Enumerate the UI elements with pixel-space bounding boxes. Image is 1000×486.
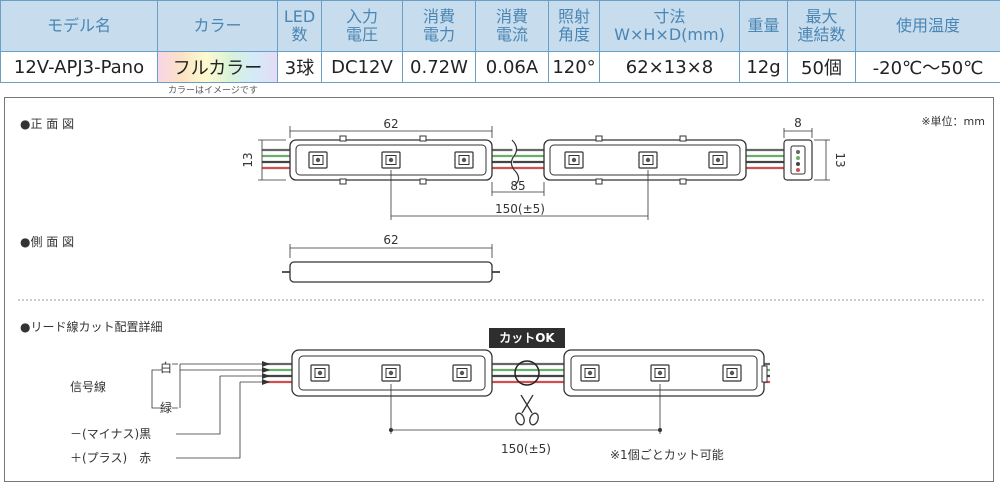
cell-led-count: 3球: [277, 51, 322, 83]
led-2-2: [638, 151, 658, 169]
header-temperature: 使用温度: [855, 0, 1000, 52]
led-2-1: [564, 151, 584, 169]
cut-ok-badge: [489, 328, 565, 348]
header-weight: 重量: [739, 0, 788, 52]
wire-red-label: ＋(プラス) 赤: [70, 451, 151, 465]
side-view-title: ●側 面 図: [20, 235, 74, 249]
side-view-drawing: 62: [282, 233, 500, 283]
cell-temperature: -20℃〜50℃: [855, 51, 1000, 83]
cut-pitch-dimension: [390, 384, 661, 434]
cut-pitch-label: 150(±5): [501, 442, 551, 456]
drawing-frame: [4, 97, 994, 482]
front-width-label: 62: [383, 117, 398, 131]
front-pitch-label: 150(±5): [495, 202, 545, 216]
cell-angle: 120°: [548, 51, 600, 83]
wire-green-label: 緑: [160, 400, 172, 415]
cell-max-link: 50個: [787, 51, 856, 83]
cell-dimensions: 62×13×8: [599, 51, 740, 83]
cut-detail-title: ●リード線カット配置詳細: [20, 319, 162, 334]
cut-ok-label: カットOK: [499, 331, 555, 345]
header-angle: 照射角度: [548, 0, 600, 52]
signal-wire-label: 信号線: [70, 379, 106, 394]
wire-leader-lines: [151, 363, 262, 459]
cut-led-2-3: [722, 364, 742, 382]
led-1-2: [381, 151, 401, 169]
header-model: モデル名: [0, 0, 158, 52]
header-current: 消費電流: [475, 0, 549, 52]
cut-led-1-2: [381, 364, 401, 382]
cell-model: 12V-APJ3-Pano: [0, 51, 158, 83]
cut-led-2-1: [580, 364, 600, 382]
cut-detail-drawing: [262, 349, 770, 397]
cut-point-marker: [514, 360, 540, 386]
header-power: 消費電力: [402, 0, 476, 52]
side-width-label: 62: [383, 233, 398, 247]
cell-color: フルカラー: [157, 51, 278, 83]
end-view-drawing: 8 13: [783, 116, 847, 181]
end-width-label: 8: [794, 116, 802, 130]
led-1-1: [308, 151, 328, 169]
header-voltage: 入力電圧: [321, 0, 403, 52]
cell-voltage: DC12V: [321, 51, 403, 83]
color-note: カラーはイメージです: [168, 86, 258, 96]
scissors-icon: [515, 394, 539, 426]
led-2-3: [708, 151, 728, 169]
front-view-drawing: 62 13 85 150(±5): [241, 117, 786, 220]
gap-label: 85: [510, 179, 525, 193]
spec-data-row: 12V-APJ3-Pano フルカラー 3球 DC12V 0.72W 0.06A…: [0, 51, 1000, 83]
wire-black-label: －(マイナス)黒: [70, 427, 151, 441]
unit-note: ※単位：mm: [921, 114, 985, 128]
end-height-label: 13: [833, 152, 847, 167]
cell-weight: 12g: [739, 51, 788, 83]
cut-led-1-3: [452, 364, 472, 382]
cut-note: ※1個ごとカット可能: [610, 447, 724, 462]
front-height-label: 13: [241, 152, 255, 167]
cell-current: 0.06A: [475, 51, 549, 83]
cut-led-1-1: [310, 364, 330, 382]
front-view-title: ●正 面 図: [20, 117, 74, 131]
wire-white-label: 白: [160, 360, 172, 375]
cut-led-2-2: [650, 364, 670, 382]
led-1-3: [454, 151, 474, 169]
cell-power: 0.72W: [402, 51, 476, 83]
